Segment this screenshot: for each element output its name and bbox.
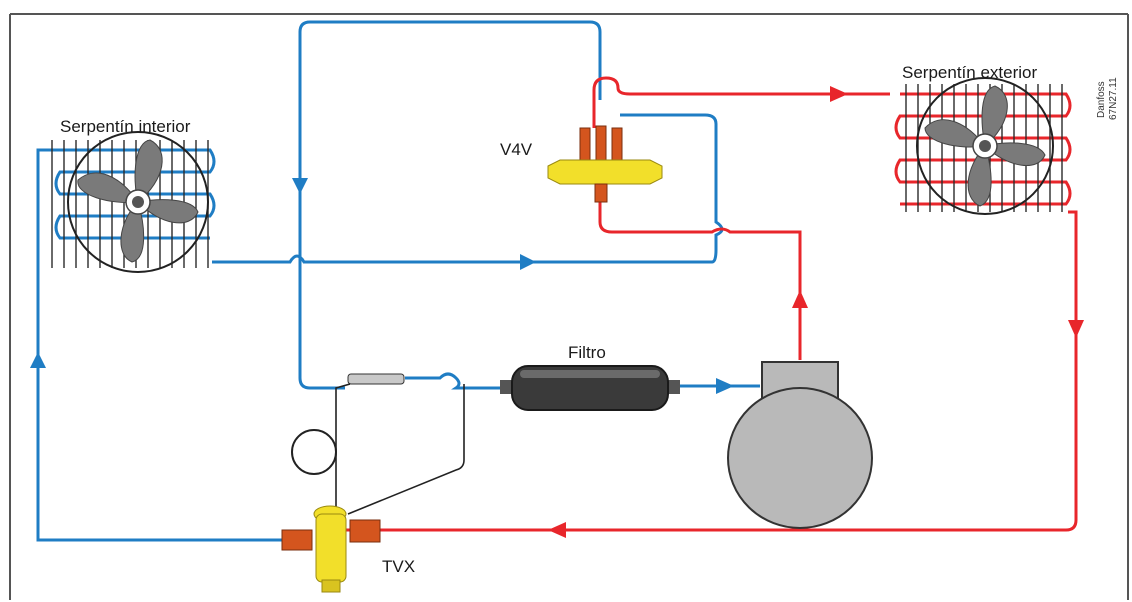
four-way-valve-icon <box>547 125 663 203</box>
filter-label: Filtro <box>568 343 606 362</box>
reversing-valve-label: V4V <box>500 140 533 159</box>
flow-arrow-left-liquid <box>548 522 566 538</box>
flow-arrow-right-suction <box>520 254 536 270</box>
outdoor-coil-label: Serpentín exterior <box>902 63 1037 82</box>
expansion-valve-label: TVX <box>382 557 415 576</box>
flow-arrow-up-compressor <box>792 290 808 308</box>
compressor-icon <box>727 361 873 529</box>
indoor-fan-icon <box>67 131 209 273</box>
flow-arrow-right-compressor <box>716 378 734 394</box>
cold-refrigerant-lines <box>36 20 760 542</box>
brand-name: Danfoss <box>1096 81 1107 118</box>
brand-code: 67N27.11 <box>1108 77 1119 120</box>
outdoor-fan-icon <box>916 77 1054 215</box>
flow-arrow-right-discharge <box>830 86 848 102</box>
indoor-coil-label: Serpentín interior <box>60 117 191 136</box>
diagram-frame <box>9 13 1129 600</box>
flow-arrow-up-left <box>30 352 46 368</box>
expansion-valve-icon <box>281 505 381 593</box>
flow-arrow-down-indoor <box>292 178 308 194</box>
hot-flow-arrows <box>548 86 1084 538</box>
sensing-bulb-icon <box>291 373 465 515</box>
hot-refrigerant-lines <box>340 76 1078 532</box>
cold-flow-arrows <box>30 178 734 394</box>
filter-drier-icon <box>500 365 680 411</box>
flow-arrow-down-outdoor <box>1068 320 1084 338</box>
